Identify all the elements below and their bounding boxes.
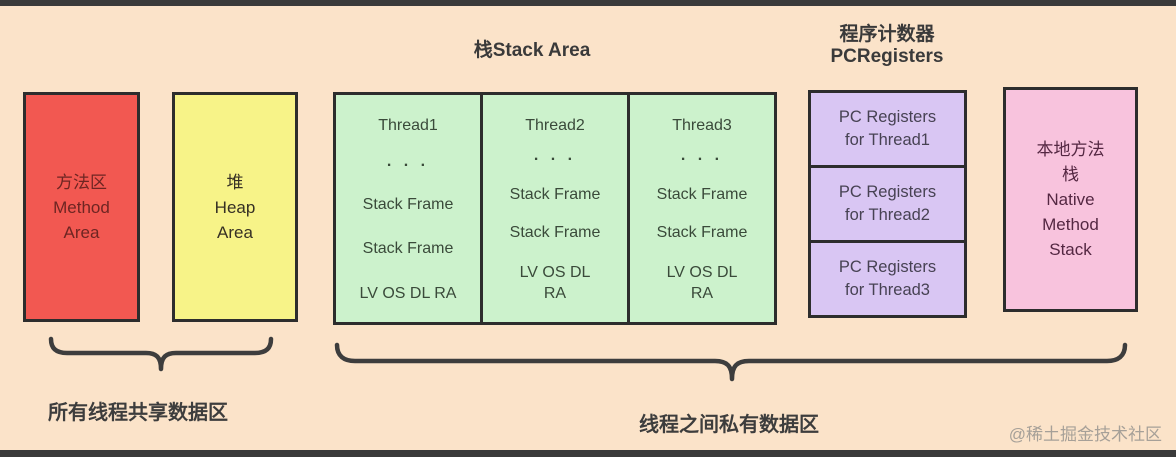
stack-area-title: 栈Stack Area: [473, 40, 591, 61]
pc-register-label: PC Registers for Thread3: [838, 258, 937, 299]
native-method-stack-label: 本地方法 栈 Native Method Stack: [1036, 140, 1105, 259]
thread-name: Thread3: [672, 117, 732, 134]
stack-frame-label: Stack Frame: [656, 223, 748, 241]
stack-frame-label: Stack Frame: [362, 239, 454, 257]
heap-area-label: 堆 Heap Area: [214, 172, 256, 242]
frame-parts-label: LV OS DL RA: [519, 264, 591, 302]
pc-registers-title: 程序计数器 PCRegisters: [830, 24, 944, 67]
stack-frame-label: Stack Frame: [362, 196, 454, 213]
pc-register-thread1-box: PC Registers for Thread1: [808, 90, 967, 168]
shared-region-label: 所有线程共享数据区: [48, 402, 228, 424]
stack-frame-label: Stack Frame: [509, 223, 601, 241]
method-area-label: 方法区 Method Area: [53, 172, 110, 242]
pc-register-thread2-box: PC Registers for Thread2: [808, 165, 967, 243]
ellipsis-dots: . . .: [386, 152, 430, 170]
private-region-label: 线程之间私有数据区: [639, 414, 819, 436]
pc-registers-group: PC Registers for Thread1 PC Registers fo…: [808, 90, 967, 318]
thread-name: Thread1: [378, 117, 438, 134]
native-method-stack-box: 本地方法 栈 Native Method Stack: [1003, 87, 1138, 312]
stack-frame-label: Stack Frame: [509, 185, 601, 203]
pc-register-thread3-box: PC Registers for Thread3: [808, 240, 967, 318]
thread2-stack-box: Thread2 . . . Stack Frame Stack Frame LV…: [480, 92, 630, 325]
stack-area-group: Thread1 . . . Stack Frame Stack Frame LV…: [333, 92, 777, 325]
heap-area-box: 堆 Heap Area: [172, 92, 298, 322]
top-border-bar: [0, 0, 1176, 6]
watermark-text: @稀土掘金技术社区: [1008, 425, 1162, 444]
thread1-stack-box: Thread1 . . . Stack Frame Stack Frame LV…: [333, 92, 483, 325]
thread-name: Thread2: [525, 117, 585, 134]
frame-parts-label: LV OS DL RA: [359, 285, 457, 302]
shared-region-brace: [48, 336, 274, 372]
bottom-border-bar: [0, 450, 1176, 457]
private-region-brace: [334, 342, 1128, 382]
thread3-stack-box: Thread3 . . . Stack Frame Stack Frame LV…: [627, 92, 777, 325]
ellipsis-dots: . . .: [533, 147, 577, 165]
frame-parts-label: LV OS DL RA: [666, 264, 738, 302]
ellipsis-dots: . . .: [680, 147, 724, 165]
stack-frame-label: Stack Frame: [656, 185, 748, 203]
pc-register-label: PC Registers for Thread1: [838, 108, 937, 149]
pc-register-label: PC Registers for Thread2: [838, 183, 937, 224]
method-area-box: 方法区 Method Area: [23, 92, 140, 322]
